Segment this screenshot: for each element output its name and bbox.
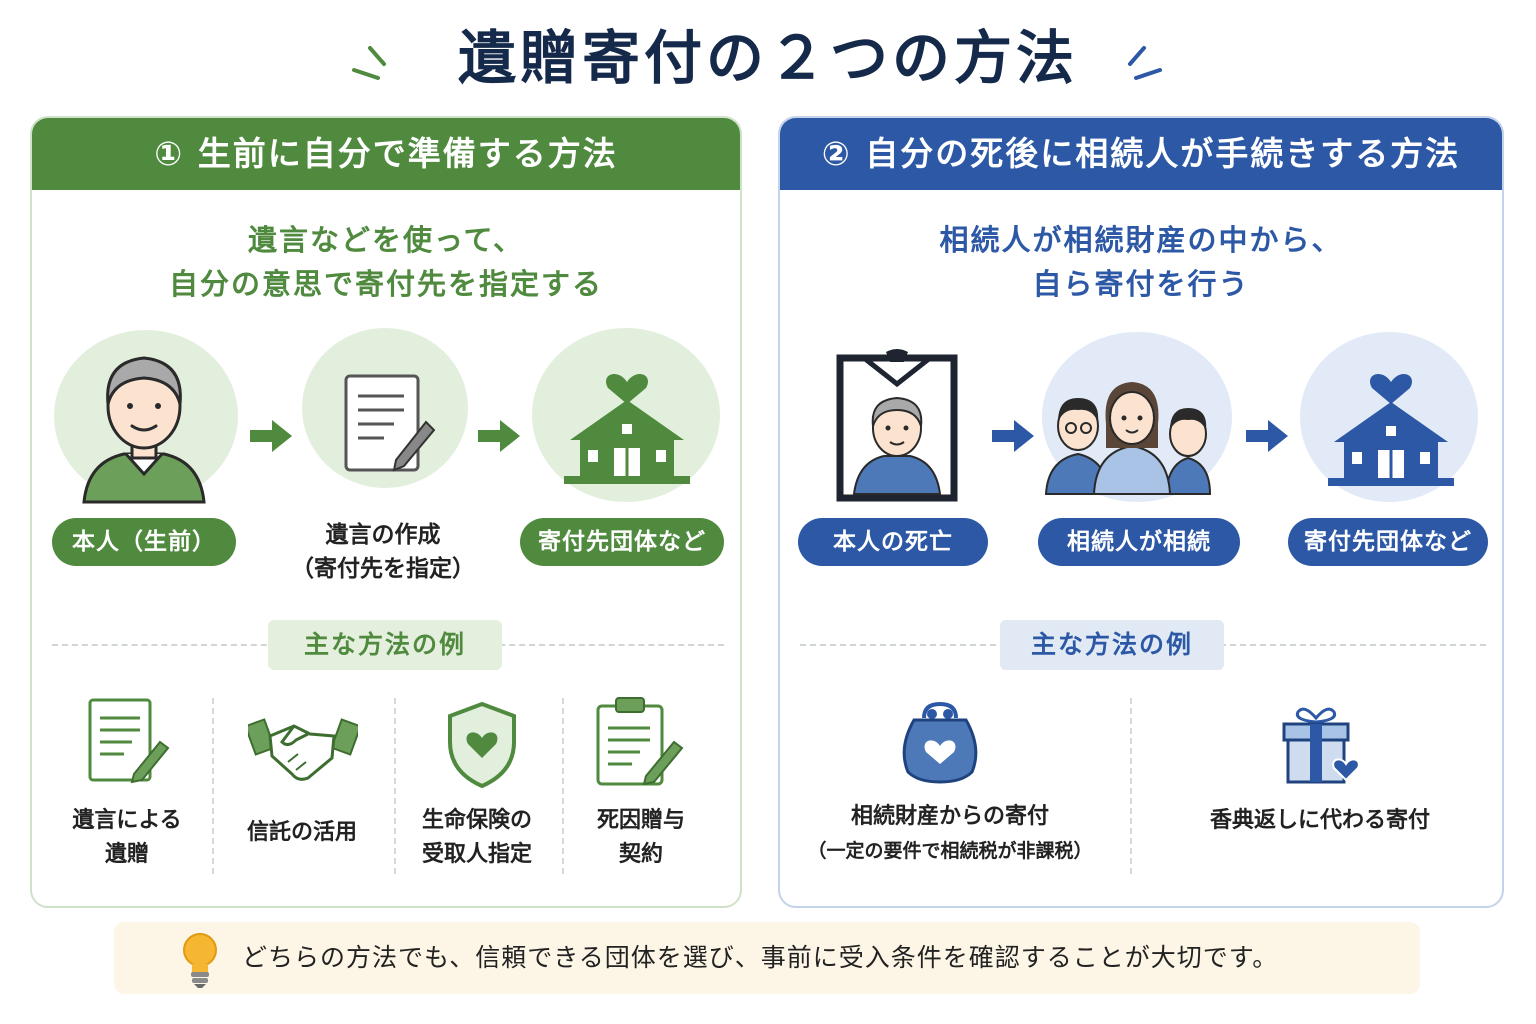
example-label-estate-donation-line2: （一定の要件で相続税が非課税）: [807, 840, 1093, 862]
gift-box-heart-icon: [1282, 707, 1360, 784]
step-label-will-line2: （寄付先を指定）: [291, 556, 475, 582]
step-label-organization: 寄付先団体など: [520, 518, 724, 566]
step-label-will: 遺言の作成 （寄付先を指定）: [278, 518, 488, 586]
example-label-estate-donation: 相続財産からの寄付 （一定の要件で相続税が非課税）: [790, 800, 1110, 868]
left-subtitle-line1: 遺言などを使って、: [247, 223, 525, 257]
tip-text: どちらの方法でも、信頼できる団体を選び、事前に受入条件を確認することが大切です。: [242, 943, 1279, 972]
example-label-condolence-donation: 香典返しに代わる寄付: [1150, 804, 1490, 838]
example-label-condolence-donation-line1: 香典返しに代わる寄付: [1209, 808, 1430, 833]
sparkle-right-icon: [1128, 46, 1162, 80]
example-label-gift-contract-line2: 契約: [618, 842, 663, 867]
example-label-estate-donation-line1: 相続財産からの寄付: [850, 804, 1049, 829]
right-subtitle-line2: 自ら寄付を行う: [1032, 267, 1250, 301]
step-label-will-line1: 遺言の作成: [325, 522, 441, 548]
example-separator: [394, 698, 396, 874]
step-label-person: 本人（生前）: [52, 518, 236, 566]
right-subtitle-line1: 相続人が相続財産の中から、: [939, 223, 1343, 257]
organization-building-heart-icon: [564, 374, 690, 484]
will-document-icon: [88, 698, 170, 784]
shield-heart-icon: [448, 701, 516, 789]
example-label-insurance: 生命保険の 受取人指定: [404, 804, 550, 872]
example-label-trust: 信託の活用: [222, 816, 382, 850]
example-label-insurance-line1: 生命保険の: [421, 808, 532, 833]
arrow-right-icon: [478, 420, 520, 452]
arrow-right-icon: [250, 420, 292, 452]
step-label-inheritance: 相続人が相続: [1038, 518, 1240, 566]
right-panel-header: ② 自分の死後に相続人が手続きする方法: [780, 118, 1502, 190]
tip-box: どちらの方法でも、信頼できる団体を選び、事前に受入条件を確認することが大切です。: [114, 922, 1420, 994]
arrow-right-icon: [1246, 420, 1288, 452]
page-title: 遺贈寄付の２つの方法: [457, 24, 1078, 92]
purse-heart-icon: [902, 701, 978, 784]
right-subtitle: 相続人が相続財産の中から、 自ら寄付を行う: [780, 218, 1502, 306]
handshake-icon: [248, 718, 358, 781]
example-label-insurance-line2: 受取人指定: [421, 842, 532, 867]
example-label-gift-contract: 死因贈与 契約: [572, 804, 710, 872]
step-label-death: 本人の死亡: [798, 518, 988, 566]
organization-building-heart-icon: [1328, 374, 1454, 486]
example-separator: [1130, 698, 1132, 874]
document-pen-icon: [344, 374, 436, 472]
left-panel: ① 生前に自分で準備する方法 遺言などを使って、 自分の意思で寄付先を指定する: [30, 116, 742, 908]
left-subtitle: 遺言などを使って、 自分の意思で寄付先を指定する: [32, 218, 740, 306]
example-label-trust-line1: 信託の活用: [246, 820, 357, 845]
examples-title: 主な方法の例: [1000, 620, 1224, 670]
arrow-right-icon: [992, 420, 1034, 452]
sparkle-left-icon: [352, 46, 386, 80]
left-subtitle-line2: 自分の意思で寄付先を指定する: [168, 267, 603, 301]
elderly-man-icon: [82, 356, 206, 504]
example-label-will-line1: 遺言による: [72, 808, 182, 833]
title-area: 遺贈寄付の２つの方法: [0, 18, 1536, 98]
left-panel-header: ① 生前に自分で準備する方法: [32, 118, 740, 190]
example-label-gift-contract-line1: 死因贈与: [596, 808, 685, 833]
lightbulb-icon: [183, 933, 217, 988]
example-label-will-line2: 遺贈: [104, 842, 149, 867]
step-label-organization: 寄付先団体など: [1288, 518, 1488, 566]
examples-title: 主な方法の例: [268, 620, 502, 670]
clipboard-pen-icon: [596, 697, 684, 786]
memorial-portrait-icon: [836, 349, 958, 502]
family-heirs-icon: [1044, 382, 1212, 495]
example-separator: [562, 698, 564, 874]
example-label-will: 遺言による 遺贈: [52, 804, 202, 872]
right-panel: ② 自分の死後に相続人が手続きする方法 相続人が相続財産の中から、 自ら寄付を行…: [778, 116, 1504, 908]
example-separator: [212, 698, 214, 874]
